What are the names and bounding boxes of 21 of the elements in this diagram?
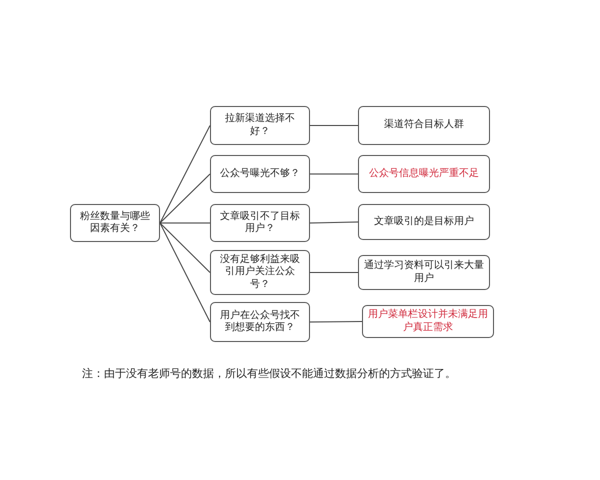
connector-line — [160, 174, 210, 224]
connector-line — [160, 222, 210, 322]
question-box: 文章吸引不了目标用户？ — [210, 204, 310, 242]
connector-line — [310, 222, 358, 224]
question-box: 没有足够利益来吸引用户关注公众号？ — [210, 250, 310, 295]
question-box: 拉新渠道选择不好？ — [210, 106, 310, 145]
connector-line — [160, 222, 210, 273]
finding-box: 用户菜单栏设计并未满足用户真正需求 — [362, 305, 494, 338]
connector-line — [160, 222, 210, 224]
question-box: 用户在公众号找不到想要的东西？ — [210, 302, 310, 342]
connector-line — [160, 125, 210, 224]
finding-box: 通过学习资料可以引来大量用户 — [358, 255, 490, 290]
finding-box: 文章吸引的是目标用户 — [358, 204, 490, 240]
finding-box: 渠道符合目标人群 — [358, 106, 490, 145]
connector-line — [310, 125, 358, 126]
finding-box: 公众号信息曝光严重不足 — [358, 155, 490, 193]
connector-line — [310, 272, 358, 273]
footnote: 注：由于没有老师号的数据，所以有些假设不能通过数据分析的方式验证了。 — [82, 366, 456, 381]
question-box: 公众号曝光不够？ — [210, 155, 310, 193]
root-box: 粉丝数量与哪些因素有关？ — [70, 204, 160, 242]
connector-line — [310, 321, 362, 322]
